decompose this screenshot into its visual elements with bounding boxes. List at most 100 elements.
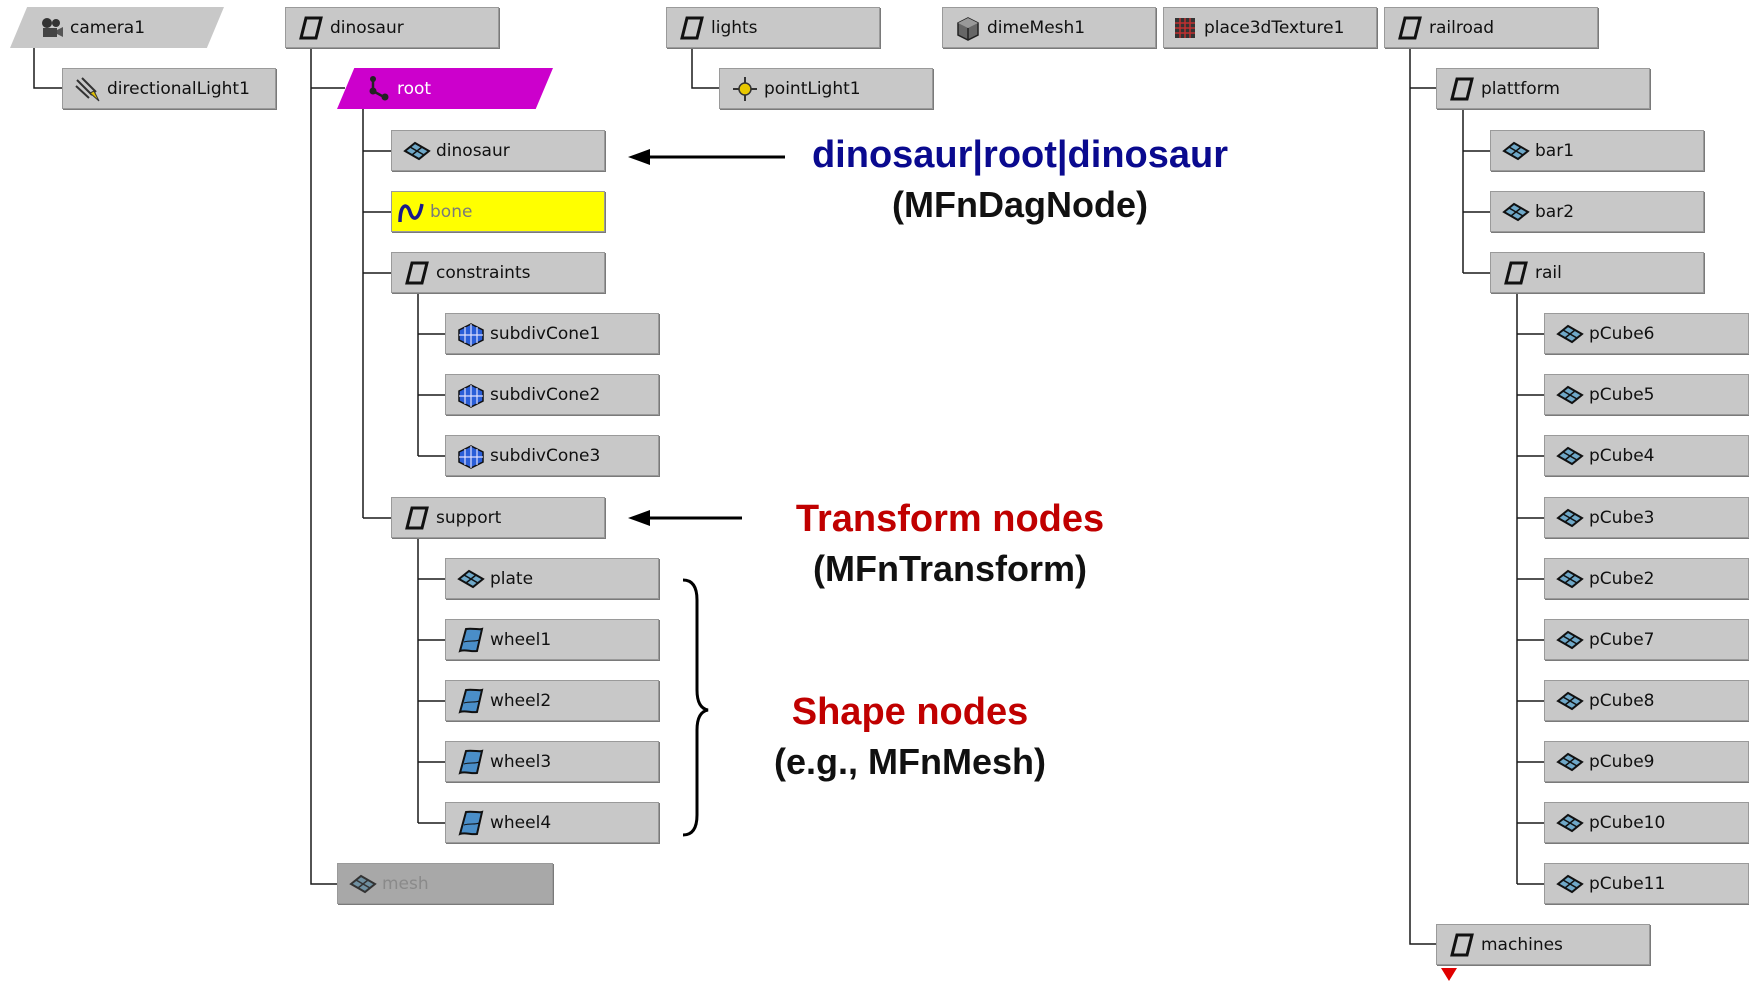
node-label: pCube2 [1589,568,1655,589]
node-pCube3[interactable]: pCube3 [1544,497,1749,538]
nurbs-icon [456,747,486,777]
node-pointLight1[interactable]: pointLight1 [719,68,933,109]
annotation-subtitle: (MFnTransform) [813,548,1087,589]
node-place3dTexture1[interactable]: place3dTexture1 [1163,7,1377,48]
nurbs-icon [456,808,486,838]
node-constraints[interactable]: constraints [391,252,605,293]
curve-icon [396,197,426,227]
node-label: wheel4 [490,812,552,833]
node-pCube5[interactable]: pCube5 [1544,374,1749,415]
node-subdivCone3[interactable]: subdivCone3 [445,435,659,476]
node-pCube6[interactable]: pCube6 [1544,313,1749,354]
node-label: directionalLight1 [107,78,250,99]
node-mesh[interactable]: mesh [337,863,553,904]
node-plattform[interactable]: plattform [1436,68,1650,109]
node-pCube11[interactable]: pCube11 [1544,863,1749,904]
node-dinosaur[interactable]: dinosaur [285,7,499,48]
node-dimeMesh1[interactable]: dimeMesh1 [942,7,1156,48]
mesh-icon [1555,747,1585,777]
node-railroad[interactable]: railroad [1384,7,1598,48]
annotation-dag-node: dinosaur|root|dinosaur (MFnDagNode) [800,130,1240,230]
shape-nodes-brace [682,578,709,837]
node-bone[interactable]: bone [391,191,605,232]
camera-icon [36,13,66,43]
node-subdivCone2[interactable]: subdivCone2 [445,374,659,415]
node-wheel3[interactable]: wheel3 [445,741,659,782]
annotation-title: Transform nodes [795,498,1105,540]
node-subdivCone1[interactable]: subdivCone1 [445,313,659,354]
node-label: place3dTexture1 [1204,17,1345,38]
node-pCube2[interactable]: pCube2 [1544,558,1749,599]
node-pCube4[interactable]: pCube4 [1544,435,1749,476]
transform-icon [402,258,432,288]
mesh-icon [1555,808,1585,838]
node-support[interactable]: support [391,497,605,538]
node-wheel1[interactable]: wheel1 [445,619,659,660]
mesh-icon [1555,319,1585,349]
node-label: pCube7 [1589,629,1655,650]
node-root[interactable]: root [337,68,553,109]
node-label: wheel2 [490,690,552,711]
transform-icon [1447,930,1477,960]
node-label: pCube5 [1589,384,1655,405]
transform-icon [1447,74,1477,104]
mesh-icon [1555,869,1585,899]
node-label: pCube9 [1589,751,1655,772]
node-label: dinosaur [330,17,404,38]
node-label: wheel3 [490,751,552,772]
node-pCube10[interactable]: pCube10 [1544,802,1749,843]
mesh-icon [1555,625,1585,655]
annotation-shape-nodes: Shape nodes (e.g., MFnMesh) [740,687,1080,787]
node-rail[interactable]: rail [1490,252,1704,293]
annotation-title: dinosaur|root|dinosaur [811,134,1229,176]
mesh-icon [348,869,378,899]
node-label: plattform [1481,78,1560,99]
node-bar1[interactable]: bar1 [1490,130,1704,171]
mesh-icon [1555,503,1585,533]
mesh-icon [1501,136,1531,166]
node-label: wheel1 [490,629,552,650]
subdiv-icon [456,441,486,471]
nurbs-icon [456,625,486,655]
node-label: support [436,507,502,528]
node-machines[interactable]: machines [1436,924,1650,965]
dime-mesh-icon [953,13,983,43]
node-bar2[interactable]: bar2 [1490,191,1704,232]
node-lights[interactable]: lights [666,7,880,48]
node-label: machines [1481,934,1563,955]
mesh-icon [1555,686,1585,716]
subdiv-icon [456,380,486,410]
node-wheel4[interactable]: wheel4 [445,802,659,843]
mesh-icon [1555,380,1585,410]
node-label: pCube3 [1589,507,1655,528]
node-pCube9[interactable]: pCube9 [1544,741,1749,782]
node-label: rail [1535,262,1562,283]
node-dinosaur-shape[interactable]: dinosaur [391,130,605,171]
node-plate[interactable]: plate [445,558,659,599]
node-wheel2[interactable]: wheel2 [445,680,659,721]
annotation-subtitle: (MFnDagNode) [892,184,1148,225]
transform-icon [296,13,326,43]
transform-icon [677,13,707,43]
node-label: pCube6 [1589,323,1655,344]
node-label: lights [711,17,758,38]
node-pCube8[interactable]: pCube8 [1544,680,1749,721]
node-label: subdivCone1 [490,323,601,344]
scroll-marker-icon [1441,968,1457,981]
nurbs-icon [456,686,486,716]
node-pCube7[interactable]: pCube7 [1544,619,1749,660]
mesh-icon [456,564,486,594]
node-directionalLight1[interactable]: directionalLight1 [62,68,276,109]
point-light-icon [730,74,760,104]
mesh-icon [1501,197,1531,227]
node-label: constraints [436,262,531,283]
subdiv-icon [456,319,486,349]
node-label: root [397,78,432,99]
annotation-title: Shape nodes [791,691,1029,733]
node-label: subdivCone3 [490,445,601,466]
node-camera1[interactable]: camera1 [10,7,224,48]
node-label: pCube10 [1589,812,1666,833]
mesh-icon [402,136,432,166]
transform-icon [402,503,432,533]
